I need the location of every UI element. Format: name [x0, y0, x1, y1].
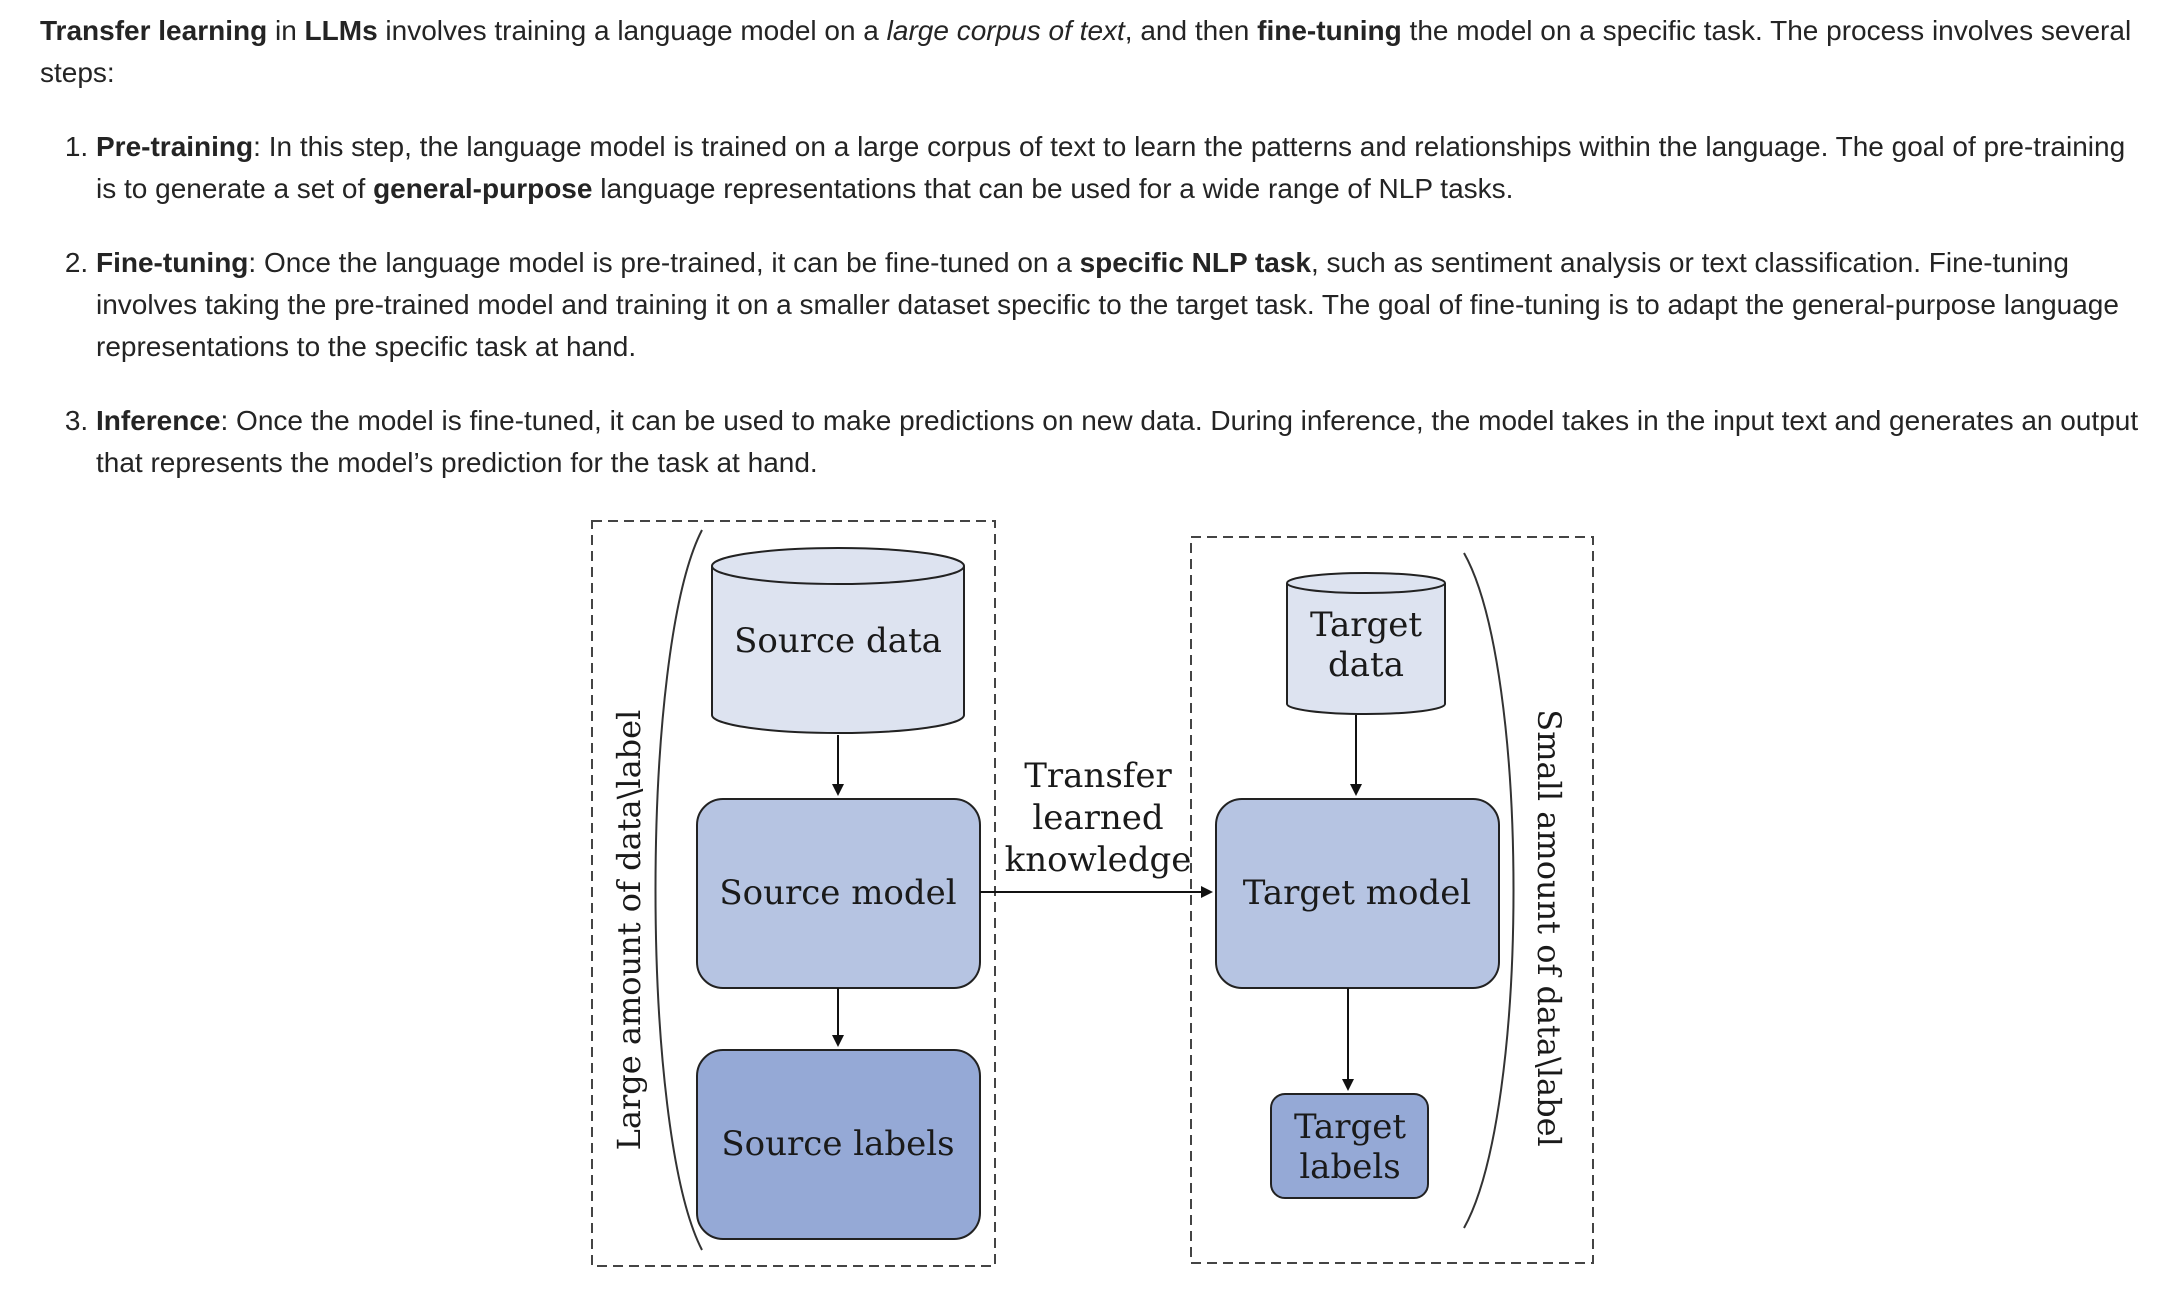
source-labels-box: Source labels — [696, 1049, 981, 1240]
target-data-label-line2: data — [1328, 645, 1404, 685]
target-data-cylinder: Target data — [1286, 572, 1446, 715]
target-labels-label-line1: Target — [1294, 1107, 1406, 1147]
step-text: : Once the model is fine-tuned, it can b… — [96, 405, 2139, 478]
step-fine-tuning: Fine-tuning: Once the language model is … — [96, 242, 2140, 368]
intro-text: in — [267, 15, 305, 46]
step-title: Pre-training — [96, 131, 254, 162]
step-title: Inference — [96, 405, 221, 436]
target-domain-box — [1190, 536, 1594, 1264]
step-text: language representations that can be use… — [592, 173, 1514, 204]
source-model-box: Source model — [696, 798, 981, 989]
target-model-box: Target model — [1215, 798, 1500, 989]
intro-term-llms: LLMs — [304, 15, 378, 46]
step-pre-training: Pre-training: In this step, the language… — [96, 126, 2140, 210]
step-text: : Once the language model is pre-trained… — [248, 247, 1080, 278]
article: Transfer learning in LLMs involves train… — [40, 0, 2140, 516]
intro-term-transfer-learning: Transfer learning — [40, 15, 268, 46]
step-emphasis: general-purpose — [373, 173, 593, 204]
intro-text: the model on a specific task. The proces… — [40, 15, 2132, 88]
transfer-label-line1: Transfer — [1024, 756, 1172, 796]
step-text: , such as sentiment analysis or text cla… — [96, 247, 2119, 362]
target-data-label-line1: Target — [1310, 605, 1422, 645]
target-model-label: Target model — [1243, 873, 1471, 913]
left-bracket — [654, 529, 703, 1251]
transfer-label-line2: learned — [1032, 798, 1163, 838]
source-labels-label: Source labels — [721, 1124, 954, 1164]
steps-list: Pre-training: In this step, the language… — [40, 126, 2140, 484]
transfer-label-line3: knowledge — [1005, 840, 1192, 880]
source-domain-box — [591, 520, 996, 1267]
step-title: Fine-tuning — [96, 247, 249, 278]
intro-term-corpus: large corpus of text — [886, 15, 1125, 46]
right-bracket — [1463, 552, 1515, 1229]
source-data-cylinder: Source data — [711, 547, 965, 734]
left-side-label: Large amount of data\label — [610, 710, 648, 1151]
step-inference: Inference: Once the model is fine-tuned,… — [96, 400, 2140, 484]
intro-paragraph: Transfer learning in LLMs involves train… — [40, 10, 2140, 94]
step-emphasis: specific NLP task — [1079, 247, 1311, 278]
target-labels-box: Target labels — [1270, 1093, 1429, 1199]
step-text: : In this step, the language model is tr… — [96, 131, 2126, 204]
intro-text: , and then — [1124, 15, 1258, 46]
source-data-label: Source data — [734, 621, 942, 661]
right-side-label: Small amount of data\label — [1530, 709, 1568, 1146]
intro-term-fine-tuning: fine-tuning — [1257, 15, 1402, 46]
intro-text: involves training a language model on a — [377, 15, 887, 46]
source-model-label: Source model — [719, 873, 956, 913]
target-labels-label-line2: labels — [1299, 1147, 1400, 1187]
